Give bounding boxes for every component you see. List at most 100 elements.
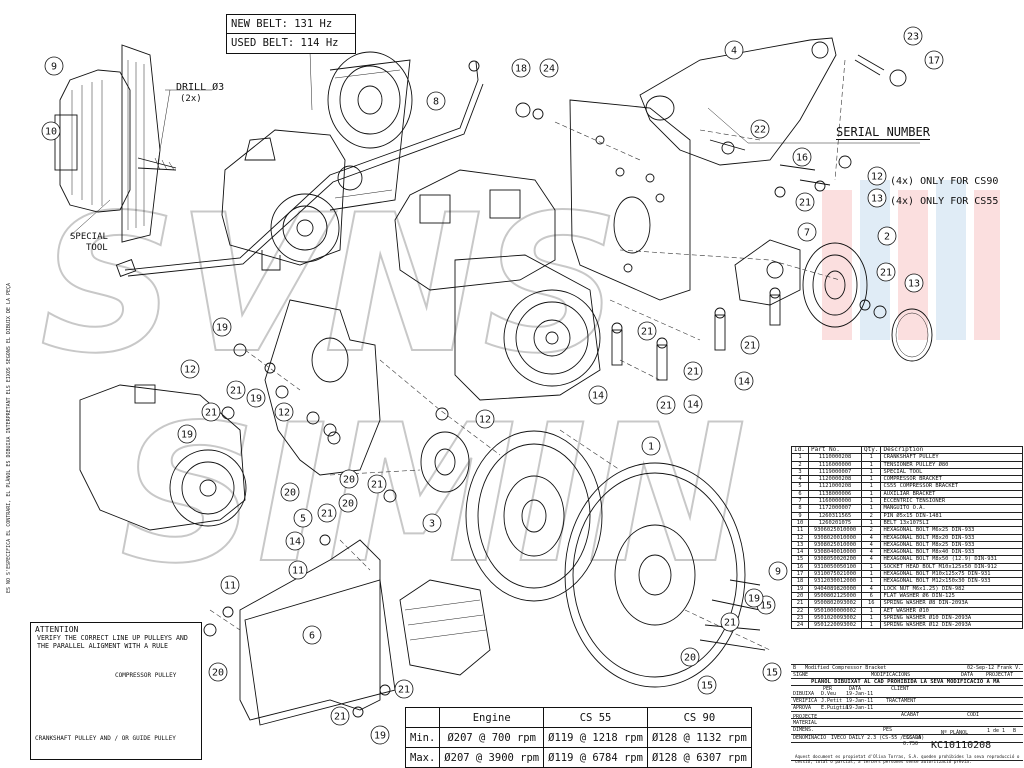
used-belt-frequency: USED BELT: 114 Hz bbox=[227, 33, 355, 52]
item-balloon bbox=[539, 58, 559, 78]
mod-id: B bbox=[793, 665, 797, 671]
data2-label: DATA bbox=[849, 686, 862, 692]
item-balloon bbox=[274, 402, 294, 422]
item-balloon-label: 20 bbox=[284, 488, 296, 499]
item-balloon-label: 12 bbox=[871, 172, 883, 183]
eccentric-tensioner-7 bbox=[734, 239, 801, 306]
item-balloon bbox=[339, 469, 359, 489]
item-balloon bbox=[293, 508, 313, 528]
attention-box: ATTENTION VERIFY THE CORRECT LINE UP PUL… bbox=[30, 622, 202, 760]
engine-table-row: Max. Ø207 @ 3900 rpm Ø119 @ 6784 rpm Ø12… bbox=[404, 747, 752, 768]
item-balloon-label: 19 bbox=[374, 731, 386, 742]
item-balloon bbox=[683, 394, 703, 414]
acabat-label: ACABAT bbox=[901, 712, 920, 718]
item-balloon-label: 1 bbox=[648, 442, 654, 453]
parts-list-cell: 4 bbox=[860, 555, 882, 564]
special-tool-3 bbox=[420, 431, 470, 493]
item-balloon bbox=[762, 662, 782, 682]
item-balloon bbox=[41, 121, 61, 141]
parts-list-cell: 1120000208 bbox=[808, 475, 862, 484]
parts-list-cell: 8 bbox=[791, 504, 809, 513]
item-balloon bbox=[370, 725, 390, 745]
engine-table-header-cell: Engine bbox=[439, 707, 545, 728]
hose-fitting-top bbox=[468, 60, 480, 72]
item-balloon-label: 13 bbox=[871, 194, 883, 205]
item-balloon-label: 22 bbox=[754, 125, 766, 136]
item-balloon-label: 19 bbox=[181, 430, 193, 441]
engine-table-cell: Ø119 @ 6784 rpm bbox=[543, 747, 648, 768]
parts-list-cell: 1 bbox=[860, 570, 882, 579]
plate-bore bbox=[613, 196, 651, 254]
compressor-bracket-4 bbox=[639, 37, 837, 166]
parts-list-cell: 4 bbox=[860, 533, 882, 542]
item-balloon-label: 21 bbox=[230, 386, 242, 397]
parts-list-cell: 24 bbox=[791, 621, 809, 630]
sheet-label: 1 de 1 bbox=[987, 728, 1006, 734]
item-balloon-label: 14 bbox=[592, 391, 604, 402]
item-balloon-label: 21 bbox=[799, 198, 811, 209]
parts-list-cell: 1116000000 bbox=[808, 460, 862, 469]
mounting-plate bbox=[569, 99, 691, 301]
parts-list-cell: 9501020093002 bbox=[808, 613, 862, 623]
only-cs90-callout: (4x) ONLY FOR CS90 bbox=[890, 176, 999, 187]
drill-callout: DRILL Ø3 bbox=[176, 82, 225, 93]
parts-list-cell: 16 bbox=[860, 599, 882, 608]
item-balloon bbox=[903, 26, 923, 46]
parts-list-cell: 11 bbox=[791, 526, 809, 535]
item-balloon bbox=[246, 388, 266, 408]
denominacio-label: DENOMINACIÓ bbox=[793, 735, 827, 741]
parts-list-cell: SPECIAL TOOL bbox=[880, 467, 1023, 477]
parts-list-cell: 1 bbox=[860, 475, 882, 484]
parts-list-cell: 1 bbox=[860, 577, 882, 586]
parts-list-cell: AUXILIAR BRACKET bbox=[880, 489, 1023, 499]
detail-pulley-section bbox=[54, 44, 177, 243]
item-balloon-label: 14 bbox=[289, 537, 301, 548]
item-balloon bbox=[768, 561, 788, 581]
item-balloon bbox=[426, 91, 446, 111]
parts-list-cell: 10 bbox=[791, 518, 809, 528]
parts-list-cell: MANGUITO O.A. bbox=[880, 504, 1023, 513]
parts-list-cell: 4 bbox=[791, 475, 809, 484]
item-balloon-label: 17 bbox=[928, 56, 940, 67]
material-label: MATERIAL bbox=[793, 720, 818, 726]
parts-list-cell: HEXAGONAL BOLT M8x50 (12.9) DIN-931 bbox=[880, 555, 1023, 564]
item-balloon bbox=[212, 317, 232, 337]
mod-date: 02-Sep-12 Frank V. bbox=[967, 665, 1022, 671]
parts-list-cell: BELT 13x1075LI bbox=[880, 518, 1023, 528]
verifica-label: VERIFICA bbox=[793, 698, 818, 704]
engine-table-header-cell bbox=[404, 707, 441, 728]
item-balloon-label: 9 bbox=[775, 567, 781, 578]
parts-list-cell: 9404089820000 bbox=[808, 584, 862, 593]
dimensions-label: DIMENS. bbox=[793, 727, 815, 733]
parts-list-cell: 2 bbox=[860, 511, 882, 520]
item-balloon-label: 21 bbox=[205, 408, 217, 419]
item-balloon bbox=[330, 706, 350, 726]
parts-list-cell: 20 bbox=[791, 591, 809, 601]
aprova-data: 19-Jan-11 bbox=[846, 705, 874, 711]
attention-message: VERIFY THE CORRECT LINE UP PULLEYS AND T… bbox=[37, 634, 188, 650]
assembly-centerlines bbox=[209, 59, 846, 651]
parts-list-cell: 9310050050100 bbox=[808, 562, 862, 572]
item-balloon-label: 12 bbox=[479, 415, 491, 426]
compressor-left bbox=[79, 384, 247, 531]
serial-number-callout: SERIAL NUMBER bbox=[836, 125, 930, 140]
item-balloon-label: 8 bbox=[433, 97, 439, 108]
manguito-hose bbox=[124, 61, 479, 271]
parts-list-cell: 4 bbox=[860, 584, 882, 593]
parts-list-cell: LOCK NUT M6x1.25) DIN-982 bbox=[880, 584, 1023, 593]
parts-list-cell: 23 bbox=[791, 613, 809, 623]
new-belt-frequency: NEW BELT: 131 Hz bbox=[231, 18, 333, 30]
pes-label: PES bbox=[883, 727, 893, 733]
item-balloon bbox=[750, 119, 770, 139]
parts-list-cell: 9306025010000 bbox=[808, 526, 862, 535]
parts-list-cell: CRANKSHAFT PULLEY bbox=[880, 453, 1023, 462]
engine-speed-table: Engine CS 55 CS 90 Min. Ø207 @ 700 rpm Ø… bbox=[404, 707, 752, 768]
